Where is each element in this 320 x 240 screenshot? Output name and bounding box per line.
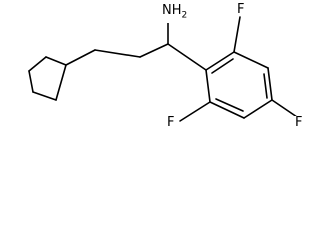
- aryl-bond: [167, 43, 207, 71]
- chain-bond: [139, 43, 169, 58]
- ring-bond: [267, 67, 273, 101]
- chain-bond: [94, 49, 141, 58]
- ring-bond: [55, 64, 67, 101]
- ring-bond: [233, 51, 269, 69]
- ring-bond: [45, 56, 67, 66]
- ring-bond: [32, 91, 57, 101]
- benzene-ring: [205, 51, 273, 119]
- ring-bond: [205, 69, 211, 103]
- propyl-chain: [65, 43, 169, 66]
- chain-bond: [65, 49, 96, 66]
- double-bond: [211, 58, 234, 74]
- fluorine-bond-para: [271, 99, 298, 118]
- amine-label: NH2: [161, 3, 189, 23]
- ring-bond: [205, 51, 235, 71]
- ring-bond: [28, 56, 47, 72]
- ring-bond: [243, 99, 273, 119]
- double-bond: [263, 73, 268, 99]
- aromatic-double-bonds: [211, 58, 268, 112]
- amine-subscript: 2: [181, 10, 188, 21]
- fluorine-bond-top: [233, 16, 241, 53]
- cyclopentane-ring: [28, 56, 67, 101]
- fluorine-label-top: F: [236, 2, 246, 17]
- fluorine-label-bottom: F: [166, 115, 176, 130]
- double-bond: [215, 98, 244, 112]
- ring-bond: [209, 101, 245, 119]
- ring-bond: [28, 70, 34, 93]
- fluorine-bond-bottom: [179, 101, 211, 122]
- fluorine-label-para: F: [294, 115, 304, 130]
- structure-canvas: NH2 F F F: [28, 2, 304, 130]
- structure-drawing: [28, 16, 298, 122]
